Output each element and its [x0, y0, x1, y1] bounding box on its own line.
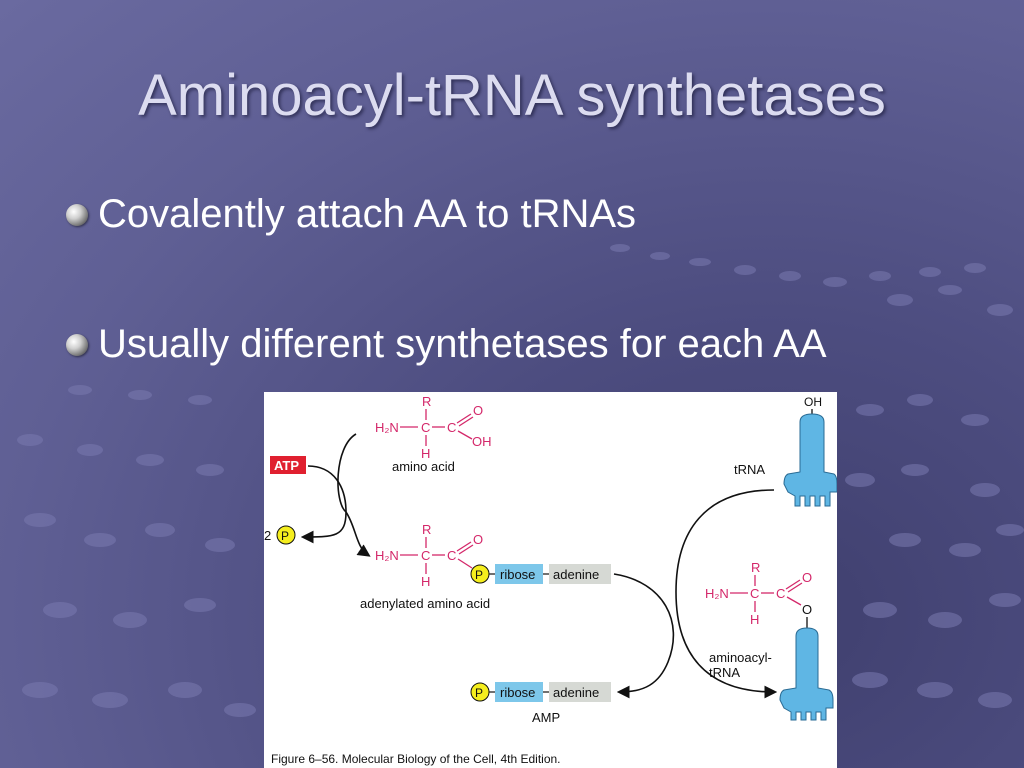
- aminoacyl-label-2: tRNA: [709, 665, 740, 680]
- svg-text:R: R: [422, 394, 431, 409]
- bullet-item-1: Covalently attach AA to tRNAs: [66, 192, 636, 237]
- svg-text:O: O: [802, 570, 812, 585]
- bullet-item-2: Usually different synthetases for each A…: [66, 322, 827, 367]
- svg-text:adenine: adenine: [553, 685, 599, 700]
- svg-text:H₂N: H₂N: [705, 586, 729, 601]
- bullet-text: Usually different synthetases for each A…: [98, 322, 827, 366]
- svg-text:ribose: ribose: [500, 567, 535, 582]
- trna-shape: [783, 413, 837, 507]
- bullet-sphere-icon: [66, 333, 88, 356]
- svg-text:P: P: [475, 686, 483, 700]
- charging-arrow: [675, 489, 778, 699]
- atp-box: [270, 456, 306, 474]
- svg-text:OH: OH: [472, 434, 492, 449]
- amino-acid-label: amino acid: [392, 459, 455, 474]
- aminoacyl-trna-shape: [779, 627, 834, 721]
- pyrophosphate-count: 2: [264, 528, 271, 543]
- svg-text:OH: OH: [804, 395, 822, 409]
- svg-text:O: O: [473, 403, 483, 418]
- aminoacyl-label-1: aminoacyl-: [709, 650, 772, 665]
- activation-arrow: [337, 433, 371, 557]
- svg-text:H: H: [750, 612, 759, 627]
- atp-label: ATP: [274, 458, 299, 473]
- svg-text:P: P: [475, 568, 483, 582]
- svg-text:R: R: [751, 560, 760, 575]
- svg-text:O: O: [802, 602, 812, 617]
- svg-text:H: H: [421, 574, 430, 589]
- svg-text:C: C: [421, 420, 430, 435]
- svg-text:C: C: [421, 548, 430, 563]
- svg-text:C: C: [447, 420, 456, 435]
- reaction-figure: R H₂N C C O OH H amino acid ATP 2 P R: [264, 392, 837, 768]
- svg-text:H: H: [421, 446, 430, 461]
- pyrophosphate-label: P: [281, 529, 289, 543]
- bullet-sphere-icon: [66, 203, 88, 226]
- aminoacyl-structure: R H₂N C C O H: [705, 560, 812, 627]
- slide-title: Aminoacyl-tRNA synthetases: [138, 63, 886, 128]
- amp-adenine-box: [549, 682, 611, 702]
- adenine-box: [549, 564, 611, 584]
- adenylated-label: adenylated amino acid: [360, 596, 490, 611]
- amp-release-arrow: [613, 573, 675, 699]
- amp-ribose-box: [495, 682, 543, 702]
- adenylated-amino-acid-structure: R H₂N C C O H: [375, 522, 483, 589]
- amp-label: AMP: [532, 710, 560, 725]
- svg-text:ribose: ribose: [500, 685, 535, 700]
- amino-acid-structure: R H₂N C C O OH H: [375, 394, 492, 461]
- bullet-text: Covalently attach AA to tRNAs: [98, 192, 637, 236]
- figure-caption: Figure 6–56. Molecular Biology of the Ce…: [271, 752, 561, 766]
- svg-text:R: R: [422, 522, 431, 537]
- svg-text:C: C: [776, 586, 785, 601]
- ribose-box: [495, 564, 543, 584]
- svg-text:C: C: [750, 586, 759, 601]
- svg-text:adenine: adenine: [553, 567, 599, 582]
- svg-text:O: O: [473, 532, 483, 547]
- svg-text:H₂N: H₂N: [375, 420, 399, 435]
- svg-text:H₂N: H₂N: [375, 548, 399, 563]
- svg-text:C: C: [447, 548, 456, 563]
- trna-label: tRNA: [734, 462, 765, 477]
